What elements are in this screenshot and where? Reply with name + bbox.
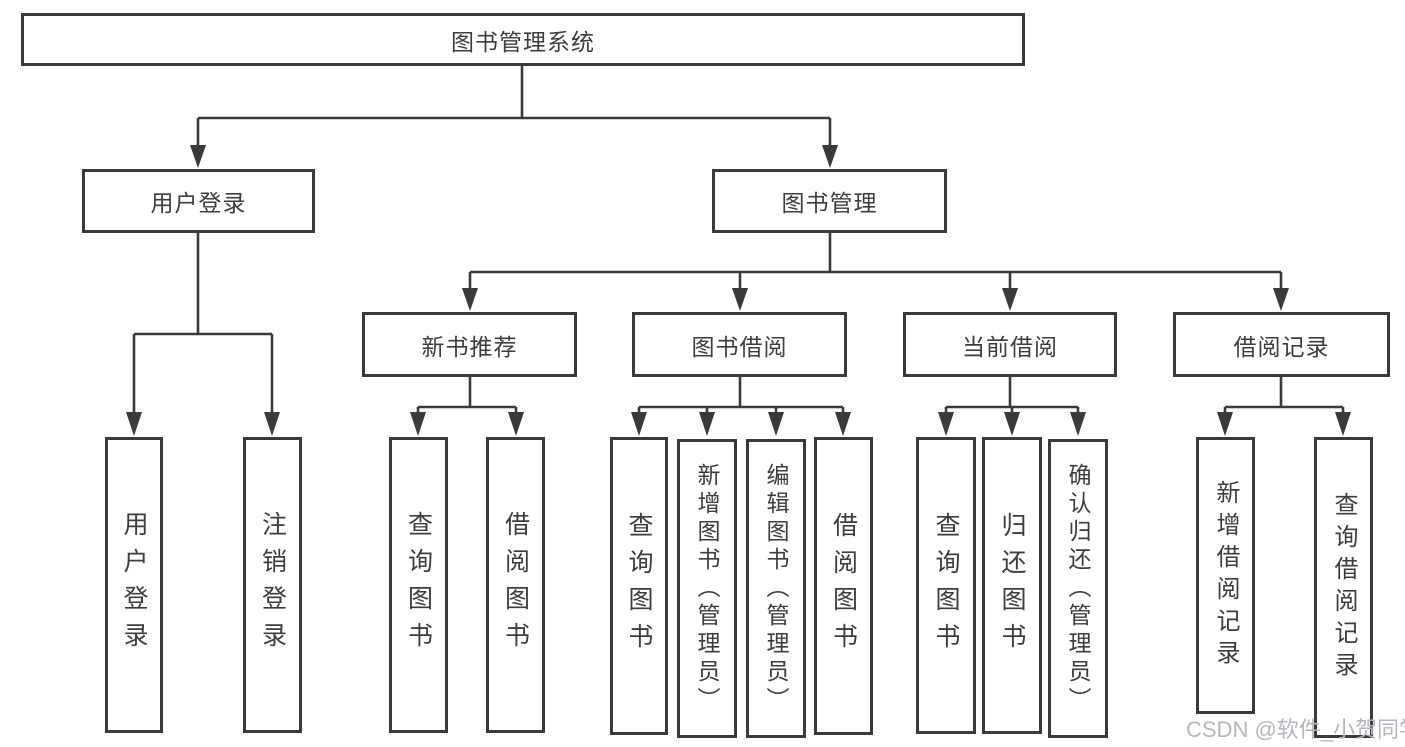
node-borrow-records-label: 借阅记录 — [1233, 333, 1330, 360]
node-user-login-label: 用户登录 — [150, 190, 247, 216]
leaf-logout-label: 注销登录 — [258, 511, 287, 659]
node-book-management: 图书管理 — [712, 169, 947, 233]
leaf-rec-query-books: 查询图书 — [389, 437, 448, 733]
leaf-records-add-record-label: 新增借阅记录 — [1212, 479, 1239, 672]
leaf-borrow-borrow-books: 借阅图书 — [814, 437, 873, 735]
leaf-records-add-record: 新增借阅记录 — [1196, 437, 1255, 714]
node-new-book-recommend-label: 新书推荐 — [421, 333, 518, 360]
leaf-user-login: 用户登录 — [105, 437, 163, 733]
node-book-borrow: 图书借阅 — [632, 312, 847, 377]
leaf-borrow-add-books-admin-label: 新增图书（管理员） — [694, 462, 720, 715]
leaf-records-query-record: 查询借阅记录 — [1314, 437, 1373, 738]
leaf-current-return-books-label: 归还图书 — [998, 511, 1026, 660]
node-root: 图书管理系统 — [21, 13, 1025, 66]
csdn-watermark: CSDN @软件_小贺同学 — [1186, 717, 1405, 742]
leaf-rec-borrow-books: 借阅图书 — [486, 437, 545, 733]
leaf-current-confirm-return-admin: 确认归还（管理员） — [1048, 439, 1108, 738]
node-new-book-recommend: 新书推荐 — [362, 312, 577, 377]
leaf-rec-query-books-label: 查询图书 — [404, 511, 433, 659]
leaf-current-return-books: 归还图书 — [982, 437, 1042, 734]
node-borrow-records: 借阅记录 — [1173, 312, 1390, 377]
node-current-borrow-label: 当前借阅 — [962, 333, 1058, 360]
leaf-borrow-query-books-label: 查询图书 — [625, 512, 653, 660]
leaf-current-query-books-label: 查询图书 — [932, 511, 960, 660]
leaf-borrow-add-books-admin: 新增图书（管理员） — [677, 439, 737, 738]
node-current-borrow: 当前借阅 — [903, 312, 1117, 377]
node-book-borrow-label: 图书借阅 — [691, 333, 788, 360]
node-root-label: 图书管理系统 — [451, 28, 595, 55]
leaf-borrow-query-books: 查询图书 — [610, 437, 668, 735]
leaf-rec-borrow-books-label: 借阅图书 — [501, 511, 530, 659]
leaf-records-query-record-label: 查询借阅记录 — [1330, 491, 1357, 684]
arrowheads — [126, 145, 1351, 436]
leaf-current-query-books: 查询图书 — [916, 437, 976, 734]
leaf-user-login-label: 用户登录 — [120, 511, 148, 659]
leaf-current-confirm-return-admin-label: 确认归还（管理员） — [1065, 462, 1091, 715]
node-user-login: 用户登录 — [82, 169, 315, 233]
node-book-management-label: 图书管理 — [781, 190, 878, 216]
leaf-borrow-edit-books-admin-label: 编辑图书（管理员） — [763, 462, 789, 715]
leaf-borrow-borrow-books-label: 借阅图书 — [829, 512, 858, 660]
leaf-borrow-edit-books-admin: 编辑图书（管理员） — [746, 439, 806, 738]
leaf-logout: 注销登录 — [243, 437, 302, 733]
